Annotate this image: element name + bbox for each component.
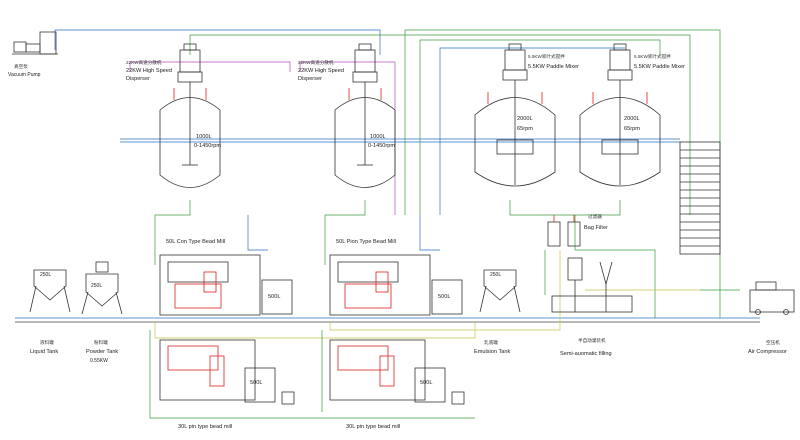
powder-tank-power: 0.55KW	[90, 358, 108, 364]
tank-1-rpm: 0-1450rpm	[194, 143, 221, 149]
bead-mill-4: 500L 30L pin type bead mill	[329, 339, 465, 430]
liquid-tank-label-cn: 液料罐	[40, 339, 54, 346]
air-compressor: 空压机 Air Compressor	[748, 281, 795, 355]
mill-3-tank-volume: 500L	[250, 380, 262, 386]
platform-stairs	[679, 141, 721, 255]
liquid-tank-label: Liquid Tank	[30, 349, 58, 355]
mill-1-tank-volume: 500L	[268, 294, 280, 300]
disperser-tank-1: 22KW高速分散机 22KW High Speed Disperser 1000…	[126, 43, 221, 188]
tank-1-volume: 1000L	[196, 134, 212, 140]
disperser-2-label-b: Disperser	[298, 76, 322, 82]
mixer-2-label-cn: 5.5KW桨叶式搅拌	[634, 53, 671, 60]
emulsion-tank: 250L 乳液罐 Emulsion Tank	[474, 269, 521, 355]
filling-label: Semi-auomatic filling	[560, 351, 612, 357]
mill-3-label: 30L pin type bead mill	[178, 424, 232, 430]
mill-2-label: 50L Pion Type Bead Mill	[336, 239, 396, 245]
paddle-mixer-tank-1: 5.5KW桨叶式搅拌 5.5KW Paddle Mixer 2000L 65rp…	[474, 43, 579, 187]
semi-automatic-filling: 半自动灌装机 Semi-auomatic filling	[551, 257, 633, 357]
mill-2-tank-volume: 500L	[438, 294, 450, 300]
air-compressor-label: Air Compressor	[748, 349, 787, 355]
pipe-network	[15, 29, 760, 419]
mixer-1-label-cn: 5.5KW桨叶式搅拌	[528, 53, 565, 60]
emulsion-tank-label: Emulsion Tank	[474, 349, 510, 355]
paddle-mixer-tank-2: 5.5KW桨叶式搅拌 5.5KW Paddle Mixer 2000L 65rp…	[579, 43, 685, 187]
mixer-1-label: 5.5KW Paddle Mixer	[528, 64, 579, 70]
bead-mill-3: 500L 30L pin type bead mill	[159, 339, 295, 430]
powder-tank-label-cn: 粉料罐	[94, 339, 108, 346]
disperser-2-label-cn: 22KW高速分散机	[298, 59, 334, 66]
powder-tank: 250L 粉料罐 Powder Tank 0.55KW	[81, 261, 123, 364]
air-compressor-label-cn: 空压机	[766, 339, 780, 346]
tank-3-rpm: 65rpm	[517, 126, 533, 132]
disperser-1-label-b: Disperser	[126, 76, 150, 82]
filter-label-cn: 过滤器	[588, 213, 602, 220]
tank-3-volume: 2000L	[517, 116, 533, 122]
emulsion-tank-label-cn: 乳液罐	[484, 339, 498, 346]
powder-tank-volume: 250L	[91, 283, 102, 289]
tank-2-volume: 1000L	[370, 134, 386, 140]
disperser-2-label-a: 22KW High Speed	[298, 68, 344, 74]
filling-label-cn: 半自动灌装机	[578, 337, 606, 344]
disperser-1-label-a: 22KW High Speed	[126, 68, 172, 74]
mixer-2-label: 5.5KW Paddle Mixer	[634, 64, 685, 70]
mill-4-label: 30L pin type bead mill	[346, 424, 400, 430]
emulsion-tank-volume: 250L	[490, 272, 501, 278]
liquid-tank: 250L 液料罐 Liquid Tank	[29, 269, 71, 355]
bead-mill-1: 50L Con Type Bead Mill 500L	[159, 239, 293, 316]
bead-mill-2: 50L Pion Type Bead Mill 500L	[329, 239, 463, 316]
powder-tank-label: Powder Tank	[86, 349, 118, 355]
mill-1-label: 50L Con Type Bead Mill	[166, 239, 225, 245]
vacuum-pump-label: Vacuum Pump	[8, 72, 41, 78]
vacuum-pump-label-cn: 真空泵	[14, 63, 28, 70]
tank-4-rpm: 65rpm	[624, 126, 640, 132]
tank-4-volume: 2000L	[624, 116, 640, 122]
tank-2-rpm: 0-1450rpm	[368, 143, 395, 149]
vacuum-pump: 真空泵 Vacuum Pump	[8, 31, 58, 78]
filter-label: Bag Filter	[584, 225, 608, 231]
mill-4-tank-volume: 500L	[420, 380, 432, 386]
disperser-1-label-cn: 22KW高速分散机	[126, 59, 162, 66]
disperser-tank-2: 22KW高速分散机 22KW High Speed Disperser 1000…	[298, 43, 396, 188]
liquid-tank-volume: 250L	[40, 272, 51, 278]
bag-filter: 过滤器 Bag Filter	[547, 213, 608, 247]
